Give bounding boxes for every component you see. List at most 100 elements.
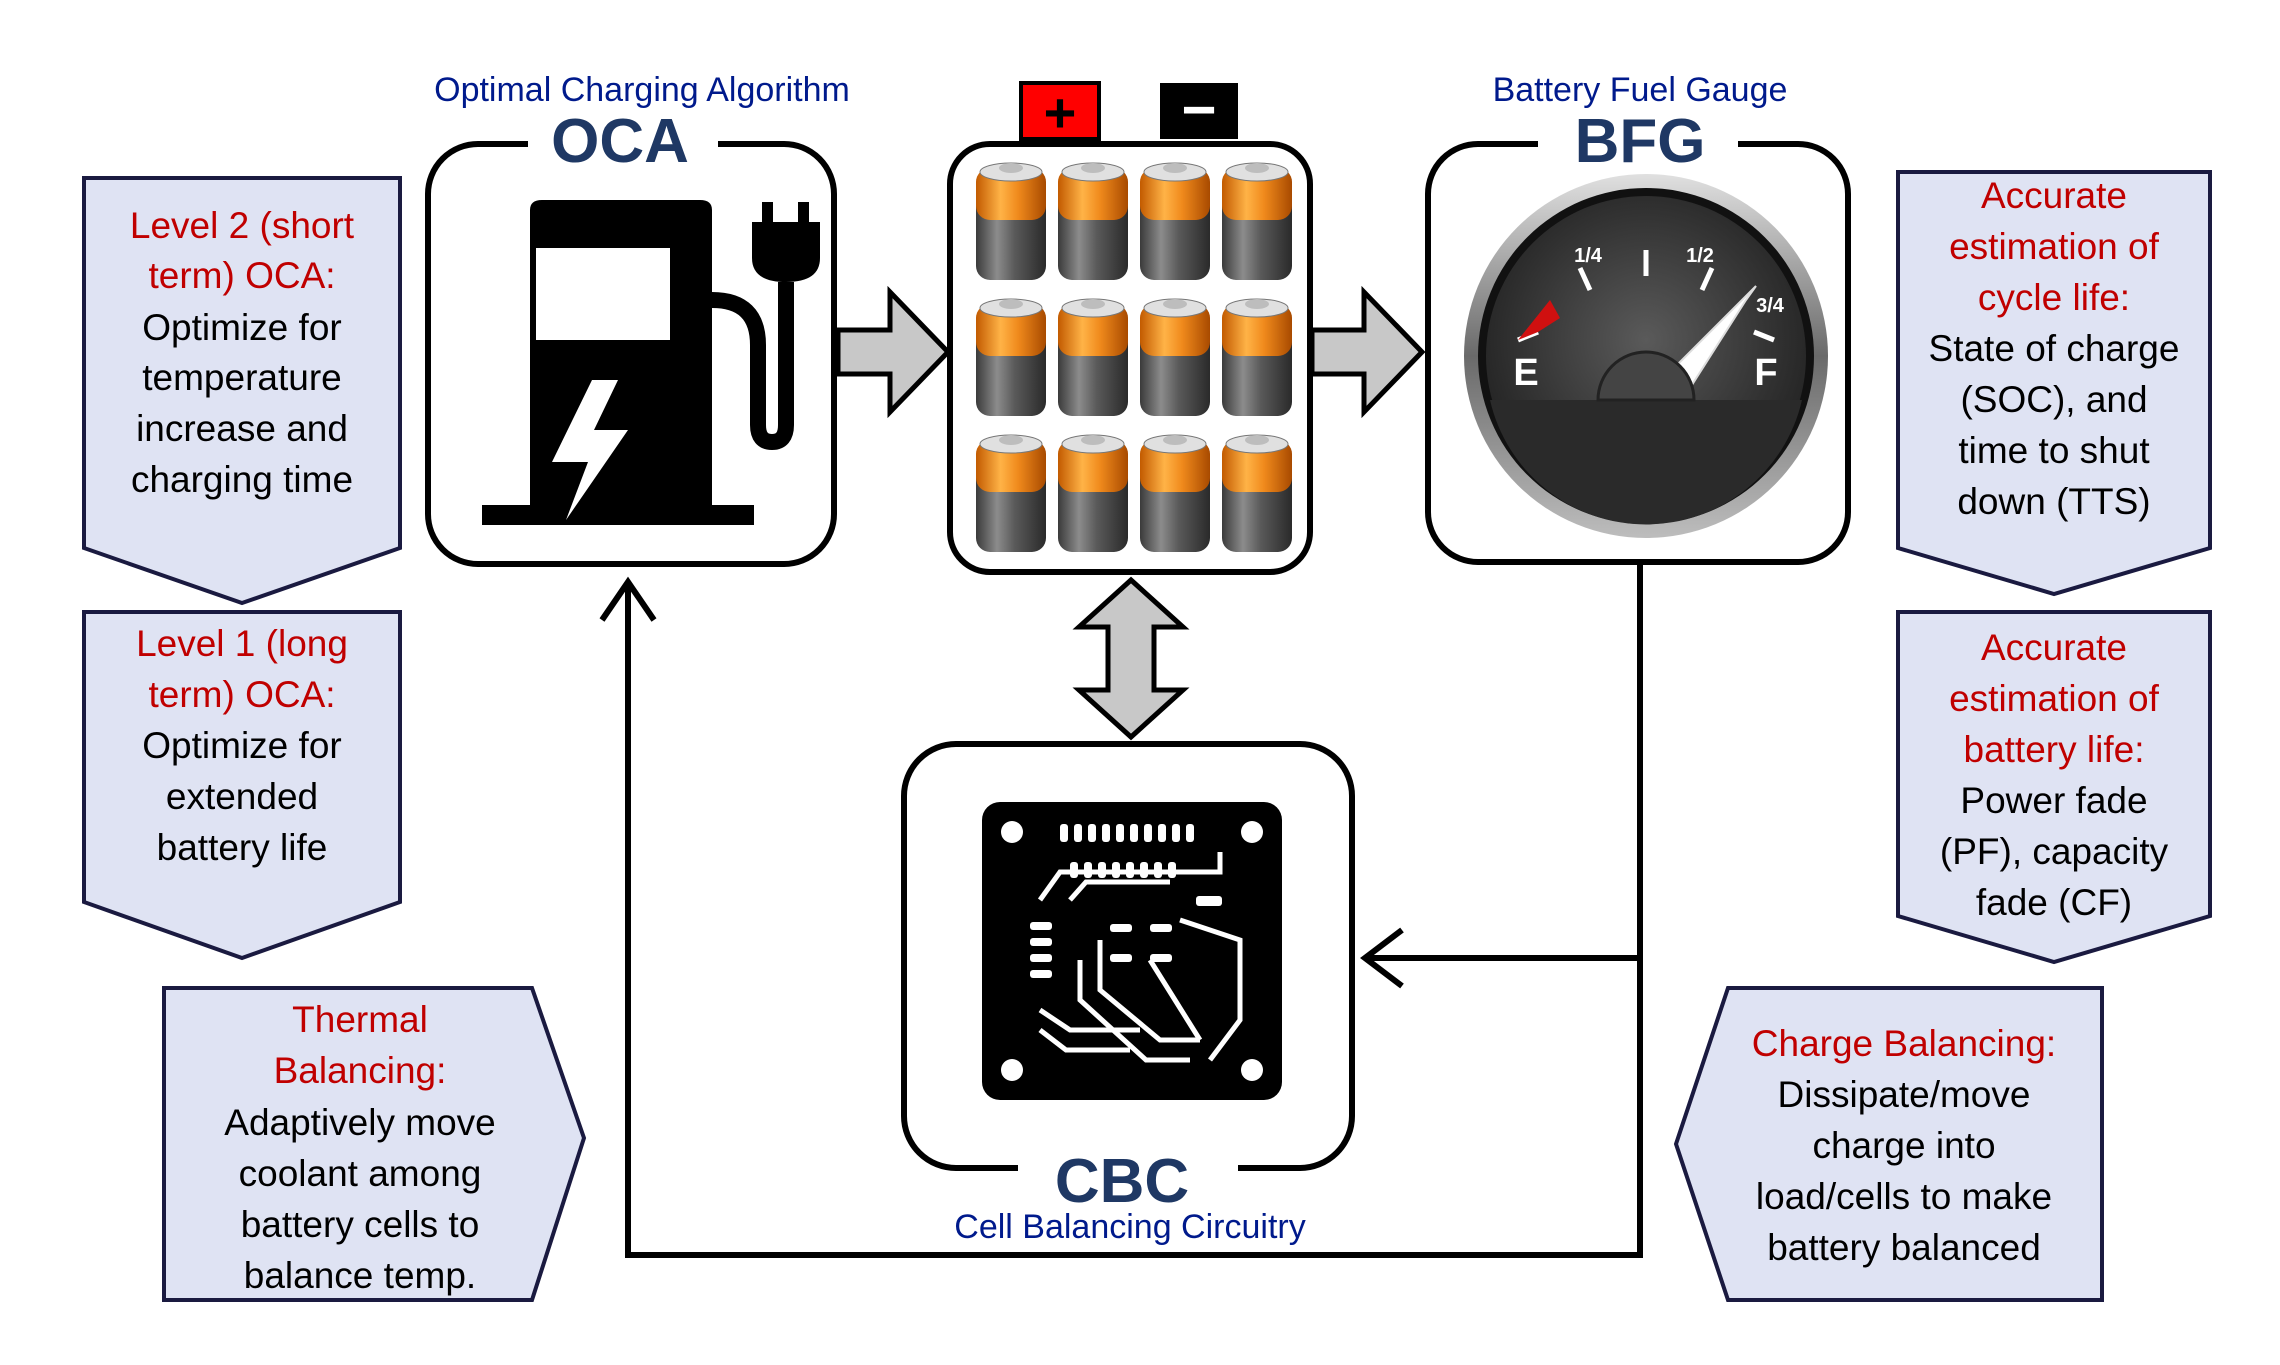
batterylife-heading-line3: battery life:: [1964, 729, 2145, 770]
gauge-f-label: F: [1754, 352, 1777, 394]
circuit-board-icon: [982, 802, 1282, 1100]
cbc-block: CBC Cell Balancing Circuitry: [901, 741, 1355, 1246]
thermal-callout-shape: [162, 986, 587, 1302]
gauge-half-label: 1/2: [1686, 245, 1714, 267]
oca-arrowhead: [599, 576, 657, 622]
level1-body-line3: battery life: [157, 827, 328, 868]
gauge-quarter-label: 1/4: [1574, 245, 1603, 267]
level1-body-line1: Optimize for: [142, 725, 341, 766]
level1-heading-line2: term) OCA:: [148, 674, 335, 715]
gauge-three-quarter-label: 3/4: [1756, 295, 1785, 317]
cycle-body-line2: (SOC), and: [1960, 379, 2147, 420]
level2-body-line1: Optimize for: [142, 307, 341, 348]
pcb-pad: [1030, 938, 1052, 946]
batterylife-heading-line2: estimation of: [1949, 678, 2159, 719]
charge-callout: Charge Balancing: Dissipate/move charge …: [1752, 1023, 2056, 1268]
oca-label-gap: [528, 128, 718, 168]
level2-body-line2: temperature: [142, 357, 342, 398]
thermal-body-line3: battery cells to: [241, 1204, 480, 1245]
pcb-pad: [1150, 954, 1172, 962]
battery-cell-icon: [976, 162, 1046, 280]
thermal-heading-line1: Thermal: [292, 999, 428, 1040]
empty-zone-marker: [1518, 300, 1560, 340]
battery-cell-icon: [1222, 434, 1292, 552]
charge-heading-line1: Charge Balancing:: [1752, 1023, 2056, 1064]
level2-heading-line2: term) OCA:: [148, 255, 335, 296]
level1-heading-line1: Level 1 (long: [136, 623, 348, 664]
cycle-heading-line3: cycle life:: [1978, 277, 2130, 318]
battery-cell-icon: [1140, 162, 1210, 280]
cycle-heading-line1: Accurate: [1981, 175, 2127, 216]
bfg-title: Battery Fuel Gauge: [1493, 71, 1788, 109]
bfg-abbr: BFG: [1575, 107, 1706, 176]
battery-cell-icon: [1058, 434, 1128, 552]
cbc-arrowhead: [1360, 927, 1404, 989]
pcb-pad: [1150, 924, 1172, 932]
level2-heading-line1: Level 2 (short: [130, 205, 355, 246]
oca-title: Optimal Charging Algorithm: [434, 71, 850, 109]
pcb-pad: [1158, 824, 1166, 842]
batterylife-body-line2: (PF), capacity: [1940, 831, 2169, 872]
oca-abbr: OCA: [551, 107, 689, 176]
pcb-pad: [1030, 954, 1052, 962]
cycle-heading-line2: estimation of: [1949, 226, 2159, 267]
charge-body-line2: charge into: [1812, 1125, 1995, 1166]
cycle-callout-shape: [1896, 170, 2212, 597]
pcb-pad: [1110, 924, 1132, 932]
cycle-body-line1: State of charge: [1929, 328, 2180, 369]
level1-body-line2: extended: [166, 776, 318, 817]
ev-charging-station-icon: [482, 200, 820, 525]
pcb-pad: [1144, 824, 1152, 842]
thermal-body-line2: coolant among: [239, 1153, 482, 1194]
pcb-pad: [1088, 824, 1096, 842]
pcb-pad: [1030, 970, 1052, 978]
pcb-pad: [1060, 824, 1068, 842]
arrow-oca-to-battery: [835, 285, 952, 419]
pcb-pad: [1102, 824, 1110, 842]
cycle-callout: Accurate estimation of cycle life: State…: [1929, 175, 2180, 522]
pcb-pad: [1074, 824, 1082, 842]
battery-cell-icon: [1058, 298, 1128, 416]
bfg-block: Battery Fuel Gauge BFG E F 1/4 1/2 3/4: [1425, 71, 1851, 565]
level2-callout: Level 2 (short term) OCA: Optimize for t…: [130, 205, 355, 500]
minus-sign: −: [1181, 76, 1216, 143]
pcb-pad: [1110, 954, 1132, 962]
battery-cell-icon: [1222, 162, 1292, 280]
batterylife-callout-shape: [1896, 610, 2212, 965]
batterylife-heading-line1: Accurate: [1981, 627, 2127, 668]
cbc-title: Cell Balancing Circuitry: [954, 1208, 1305, 1246]
oca-block: Optimal Charging Algorithm OCA: [425, 71, 850, 567]
charge-callout-shape: [1673, 986, 2104, 1302]
pcb-pad: [1130, 824, 1138, 842]
level2-body-line3: increase and: [136, 408, 348, 449]
bfg-to-oca-line: [625, 562, 1643, 1258]
charge-body-line1: Dissipate/move: [1778, 1074, 2031, 1115]
charge-body-line3: load/cells to make: [1756, 1176, 2052, 1217]
level1-callout-shape: [82, 610, 402, 961]
battery-cell-icon: [976, 298, 1046, 416]
minus-terminal: [1160, 83, 1238, 139]
arrow-battery-to-bfg: [1309, 285, 1426, 419]
thermal-callout: Thermal Balancing: Adaptively move coola…: [224, 999, 495, 1296]
battery-pack: + −: [947, 76, 1313, 575]
cbc-label-gap: [1018, 1152, 1238, 1186]
feedback-lines: [599, 562, 1643, 1258]
batterylife-body-line3: fade (CF): [1976, 882, 2132, 923]
charge-body-line4: battery balanced: [1767, 1227, 2041, 1268]
pcb-pad: [1116, 824, 1124, 842]
pcb-pad: [1186, 824, 1194, 842]
battery-cells: [976, 162, 1292, 552]
pcb-pad: [1172, 824, 1180, 842]
pcb-pad: [1196, 896, 1222, 906]
level1-callout: Level 1 (long term) OCA: Optimize for ex…: [136, 623, 348, 868]
arrow-battery-cbc: [1072, 576, 1190, 741]
level2-callout-shape: [82, 176, 402, 606]
battery-cell-icon: [1222, 298, 1292, 416]
fuel-gauge-icon: E F 1/4 1/2 3/4: [1464, 174, 1828, 538]
thermal-body-line4: balance temp.: [244, 1255, 476, 1296]
plus-terminal: [1019, 81, 1101, 141]
pcb-pad: [1030, 922, 1052, 930]
thermal-heading-line2: Balancing:: [274, 1050, 447, 1091]
battery-cell-icon: [976, 434, 1046, 552]
